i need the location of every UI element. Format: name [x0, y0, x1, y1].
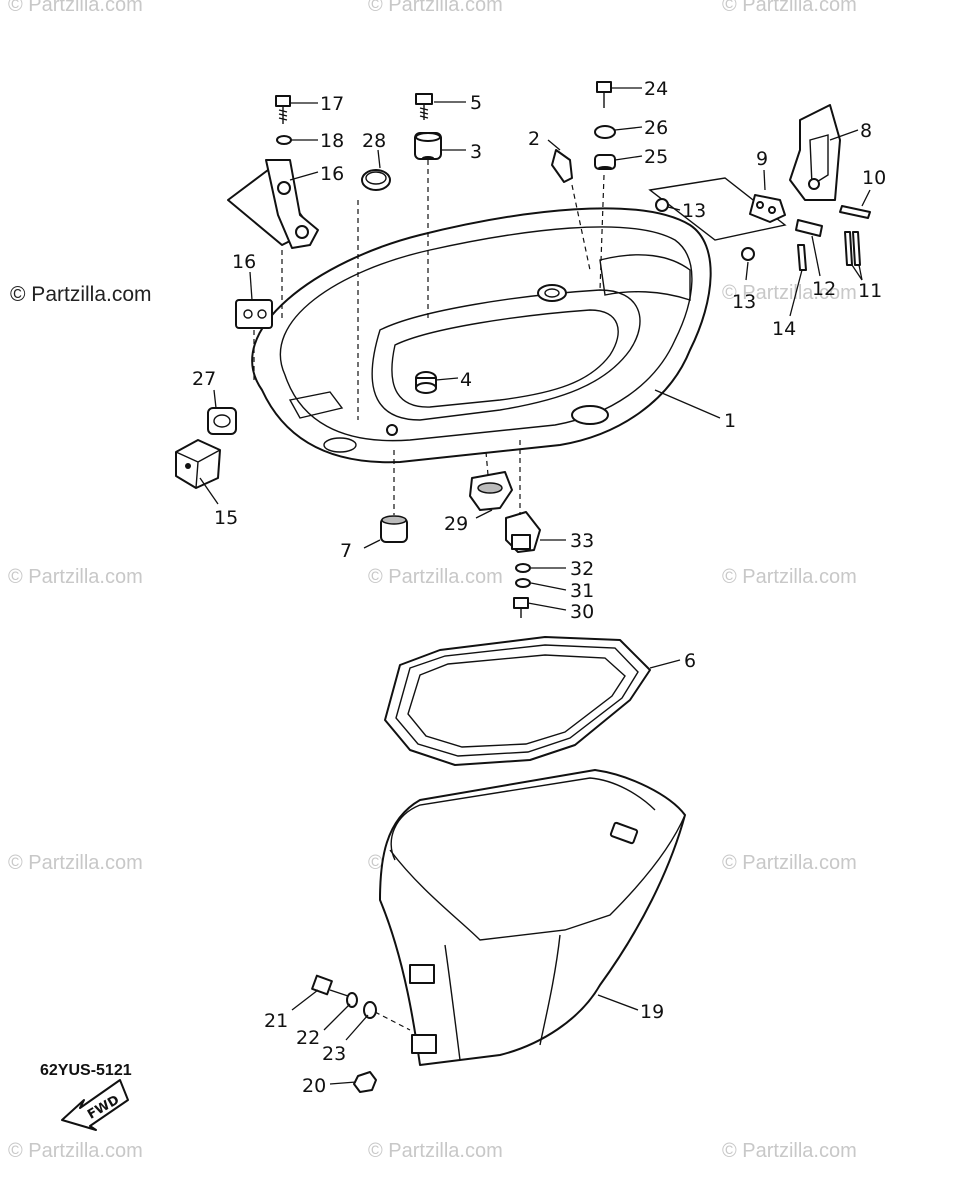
- watermark-bottom-center: © Partzilla.com: [368, 1140, 503, 1162]
- callout-33: 32: [570, 558, 594, 580]
- watermark-row4-right: © Partzilla.com: [722, 852, 857, 874]
- watermark-top-right: © Partzilla.com: [722, 0, 857, 16]
- part-fitting-2: [551, 149, 573, 183]
- watermark-top-left: © Partzilla.com: [8, 0, 143, 16]
- callout-20: 19: [640, 1001, 664, 1023]
- callout-8: 8: [860, 120, 872, 142]
- part-9-bracket: [648, 177, 787, 261]
- watermark-row4-left: © Partzilla.com: [8, 852, 143, 874]
- part-washer-24: [363, 1001, 377, 1019]
- part-plug-29: [361, 169, 391, 191]
- callout-labels: 17 18 16 28 5 3 4 2 24 26 25 13 13 9 8 1…: [192, 78, 886, 1097]
- callout-25: 24: [644, 78, 668, 100]
- part-bolt-25: [596, 81, 612, 108]
- part-pins: [795, 205, 871, 271]
- part-washer-19: [276, 135, 292, 145]
- part-grommet-3: [414, 132, 442, 160]
- callout-7: 7: [340, 540, 352, 562]
- callout-21: 20: [302, 1075, 326, 1097]
- callout-5: 5: [470, 92, 482, 114]
- part-latch-34: [505, 511, 541, 553]
- part-washer-23: [346, 992, 358, 1008]
- callout-26: 25: [644, 146, 668, 168]
- part-bolt-18: [275, 95, 291, 124]
- part-pad-17: [235, 299, 273, 329]
- callout-10: 10: [862, 167, 886, 189]
- part-bolt-22: [311, 974, 349, 997]
- callout-3: 3: [470, 141, 482, 163]
- callout-24: 23: [322, 1043, 346, 1065]
- callout-4: 4: [460, 369, 472, 391]
- fwd-arrow: FWD: [61, 1079, 129, 1131]
- callout-22: 21: [264, 1010, 288, 1032]
- part-grommet-7: [380, 515, 408, 543]
- part-bolt-31: [513, 597, 529, 618]
- callout-18: 17: [320, 93, 344, 115]
- part-nut-21: [353, 1071, 377, 1093]
- part-grommet-4: [415, 371, 437, 394]
- callout-9: 9: [756, 148, 768, 170]
- watermark-mid-right: © Partzilla.com: [722, 282, 857, 304]
- callout-17: 16: [232, 251, 256, 273]
- callout-31: 30: [570, 601, 594, 623]
- callout-15: 16: [320, 163, 344, 185]
- part-washer-32: [515, 578, 531, 588]
- callout-14: 14: [772, 318, 796, 340]
- part-bushing-28: [207, 407, 237, 435]
- part-cap-27: [594, 125, 616, 139]
- assembly-lines: [253, 160, 605, 1031]
- watermark-row3-center: © Partzilla.com: [368, 566, 503, 588]
- part-top-cowling: [251, 207, 712, 464]
- part-grommet-26: [594, 154, 616, 170]
- callout-6: 6: [684, 650, 696, 672]
- watermark-bottom-left: © Partzilla.com: [8, 1140, 143, 1162]
- callout-13-upper: 13: [682, 200, 706, 222]
- part-block-16: [175, 439, 221, 489]
- callout-13-lower: 13: [732, 291, 756, 313]
- callout-11: 11: [858, 280, 882, 302]
- callout-30: 29: [444, 513, 468, 535]
- callout-29: 28: [362, 130, 386, 152]
- watermark-row3-right: © Partzilla.com: [722, 566, 857, 588]
- callout-19: 18: [320, 130, 344, 152]
- callout-32: 31: [570, 580, 594, 602]
- callout-16: 15: [214, 507, 238, 529]
- callout-34: 33: [570, 530, 594, 552]
- callout-12: 12: [812, 278, 836, 300]
- part-grommet-30: [469, 471, 513, 511]
- part-bolt-5: [415, 93, 433, 120]
- watermark-top-center: © Partzilla.com: [368, 0, 503, 16]
- callout-1: 1: [724, 410, 736, 432]
- leader-lines: [199, 87, 871, 1085]
- part-washer-33: [515, 563, 531, 573]
- part-8-handle: [789, 104, 841, 201]
- watermark-row3-left: © Partzilla.com: [8, 566, 143, 588]
- part-15-bracket: [227, 159, 319, 249]
- callout-23: 22: [296, 1027, 320, 1049]
- watermark-bottom-right: © Partzilla.com: [722, 1140, 857, 1162]
- callout-28: 27: [192, 368, 216, 390]
- part-gasket-seal: [384, 636, 651, 766]
- callout-27: 26: [644, 117, 668, 139]
- diagram-code: 62YUS-5121: [40, 1062, 132, 1079]
- watermark-prominent: © Partzilla.com: [10, 283, 152, 306]
- callout-2: 2: [528, 128, 540, 150]
- part-bottom-cowling: [379, 769, 686, 1066]
